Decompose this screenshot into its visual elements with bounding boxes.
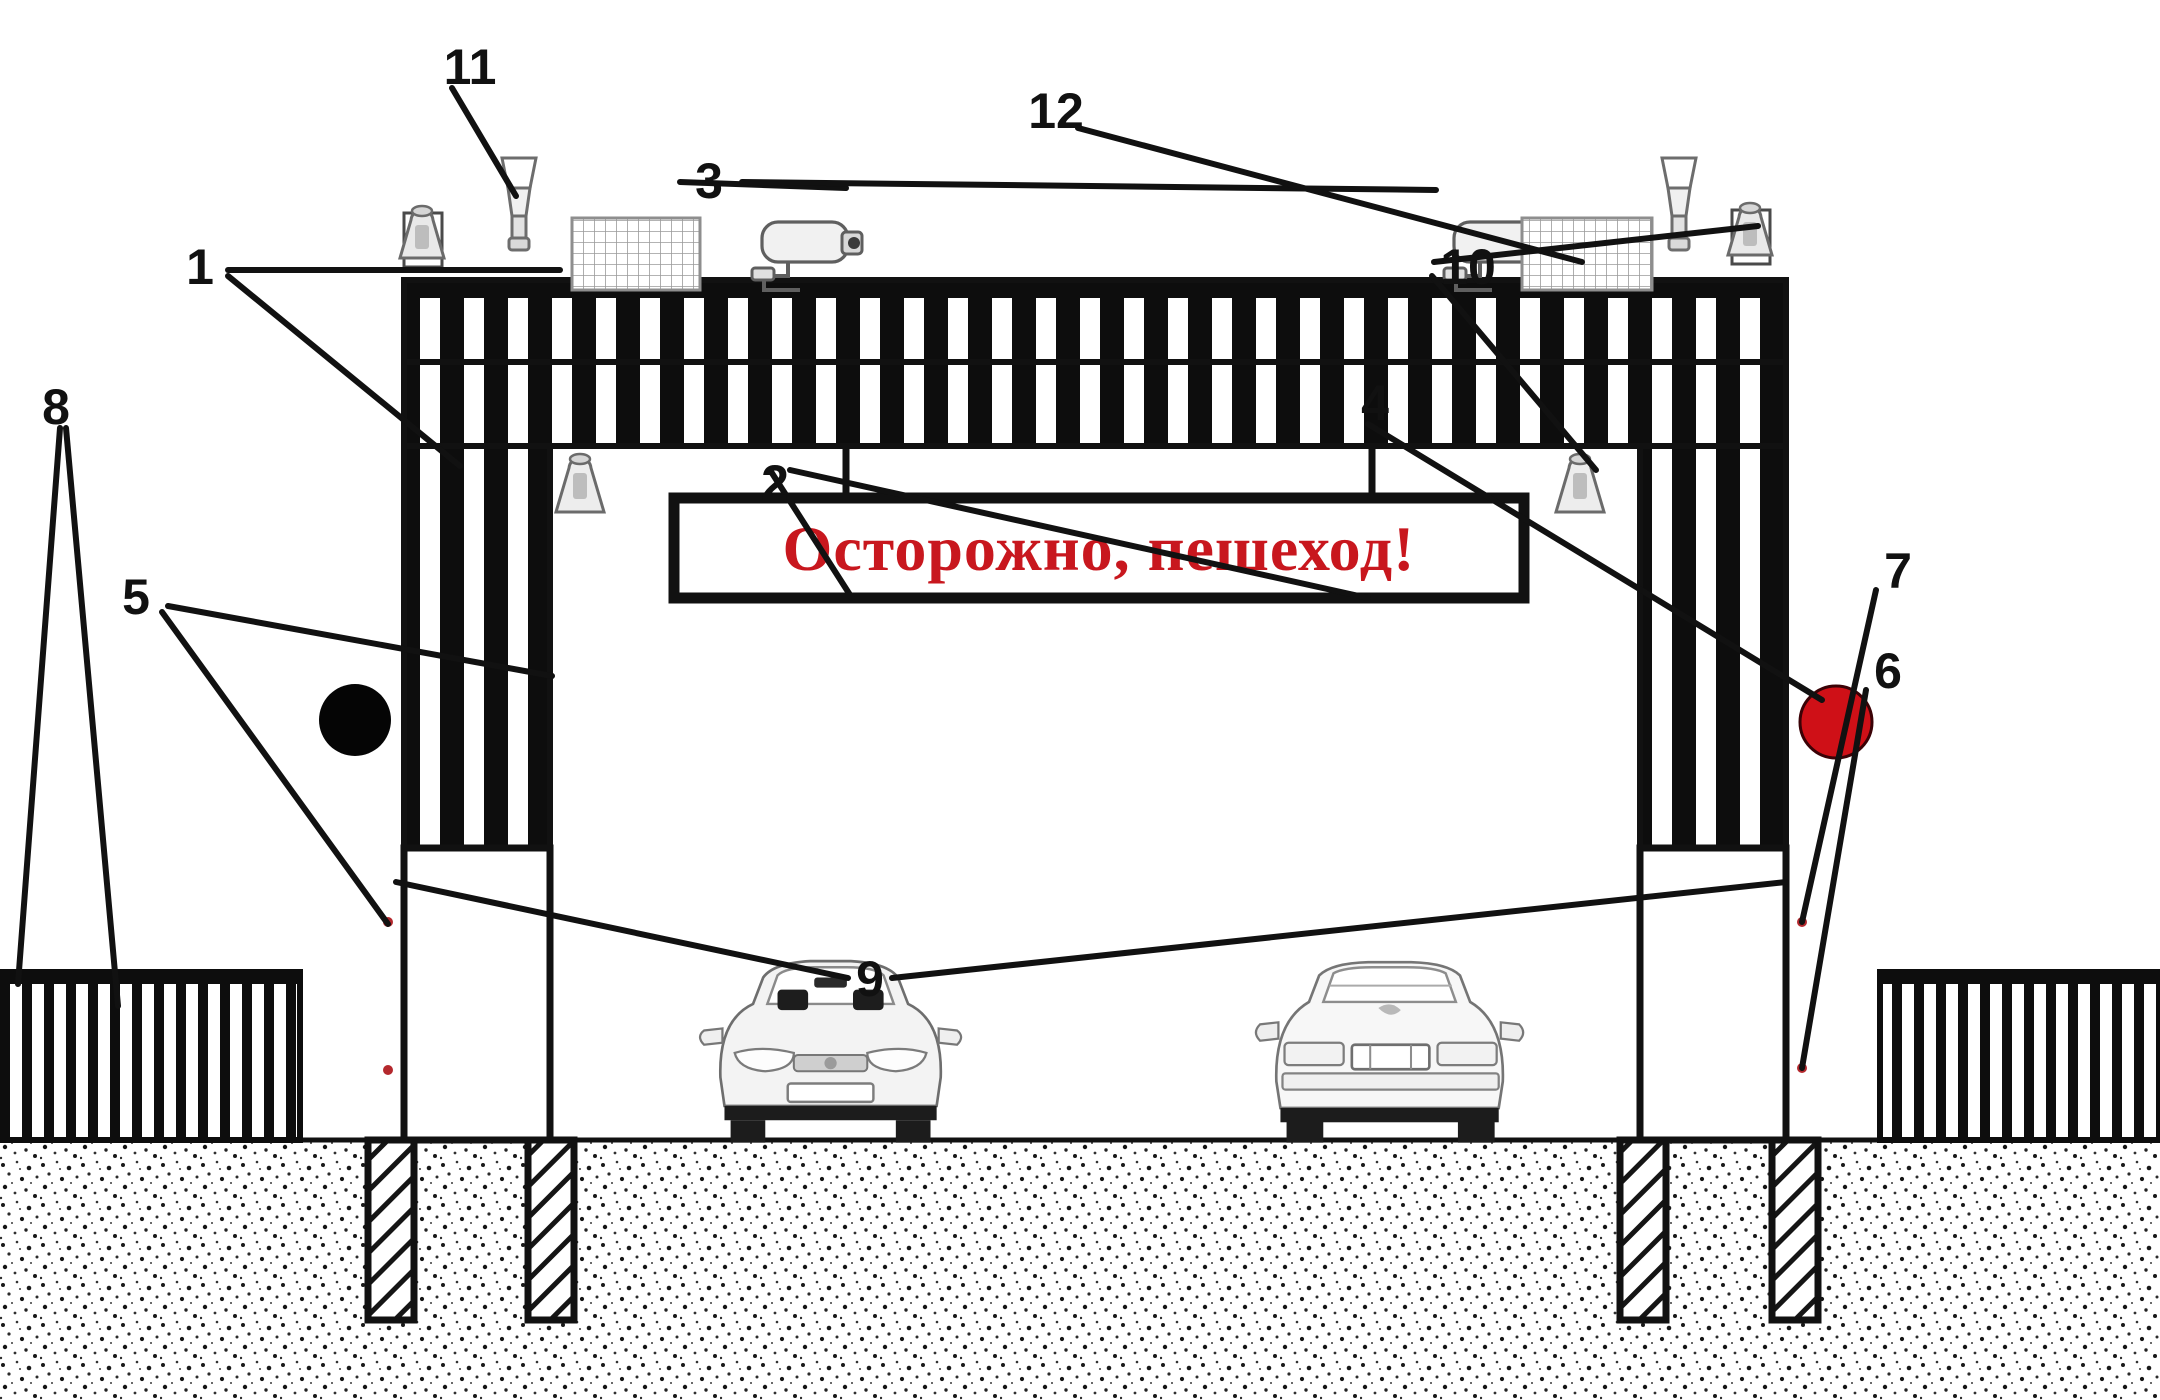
sign-text: Осторожно, пешеход! (783, 513, 1416, 584)
foundation-pile (524, 1136, 578, 1324)
leader-10a (1431, 223, 1761, 265)
sign-support-frame (560, 443, 1620, 500)
callout-label-3: 3 (695, 153, 723, 209)
antenna-beacon (1660, 156, 1698, 252)
roadside-fence-left (0, 969, 303, 1143)
leader-4 (1365, 421, 1825, 703)
leader-11 (449, 85, 519, 199)
floodlight-fixture (1553, 452, 1607, 514)
floodlight-fixture (398, 204, 446, 269)
callout-leader-lines (15, 85, 1879, 1071)
vehicle-rear-view (1254, 960, 1525, 1143)
gantry-cross-beam (401, 277, 1789, 449)
callout-label-10: 10 (1440, 239, 1496, 295)
callout-label-9: 9 (856, 951, 884, 1007)
foundation-pile (364, 1136, 418, 1324)
callout-label-12: 12 (1028, 83, 1084, 139)
leader-5a (159, 609, 391, 927)
floodlight-fixture (553, 452, 607, 514)
leader-5b (165, 603, 555, 679)
column-plain-section (400, 844, 554, 1144)
grid-panel (570, 216, 702, 292)
cctv-camera (750, 220, 864, 292)
leader-2a (767, 467, 855, 601)
leader-12 (1075, 125, 1585, 265)
roadside-fence-right (1877, 969, 2160, 1143)
leader-3b (739, 179, 1439, 193)
soil-fill (0, 1140, 2160, 1400)
leader-2b (787, 467, 1371, 601)
ground-layer (0, 1137, 2160, 1400)
callout-label-5: 5 (122, 569, 150, 625)
leader-10b (1429, 273, 1599, 473)
foundation-pile (1768, 1136, 1822, 1324)
leader-1b (225, 273, 463, 469)
leader-8b (63, 425, 121, 1009)
callout-label-2: 2 (761, 455, 789, 511)
callout-labels: 1 2 3 4 5 6 7 8 9 10 11 12 (42, 39, 1912, 1007)
leader-7 (1799, 587, 1879, 925)
leader-6 (1799, 687, 1869, 1071)
callout-label-11: 11 (444, 39, 497, 95)
leader-9b (889, 879, 1789, 981)
column-marker-dots (383, 917, 1807, 1075)
leader-8a (15, 425, 63, 987)
variable-message-sign[interactable]: Осторожно, пешеход! (668, 492, 1530, 604)
vehicle-front-view (698, 959, 963, 1143)
callout-label-6: 6 (1874, 643, 1902, 699)
antenna-beacon (500, 156, 538, 252)
callout-label-4: 4 (1361, 375, 1389, 431)
floodlight-fixture (1726, 201, 1774, 266)
foundation-pile (1616, 1136, 1670, 1324)
callout-label-1: 1 (186, 239, 214, 295)
signal-lamp-black[interactable] (319, 684, 391, 756)
sign-panel[interactable] (668, 492, 1530, 604)
leader-9a (393, 879, 851, 981)
callout-label-8: 8 (42, 379, 70, 435)
callout-label-7: 7 (1884, 543, 1912, 599)
